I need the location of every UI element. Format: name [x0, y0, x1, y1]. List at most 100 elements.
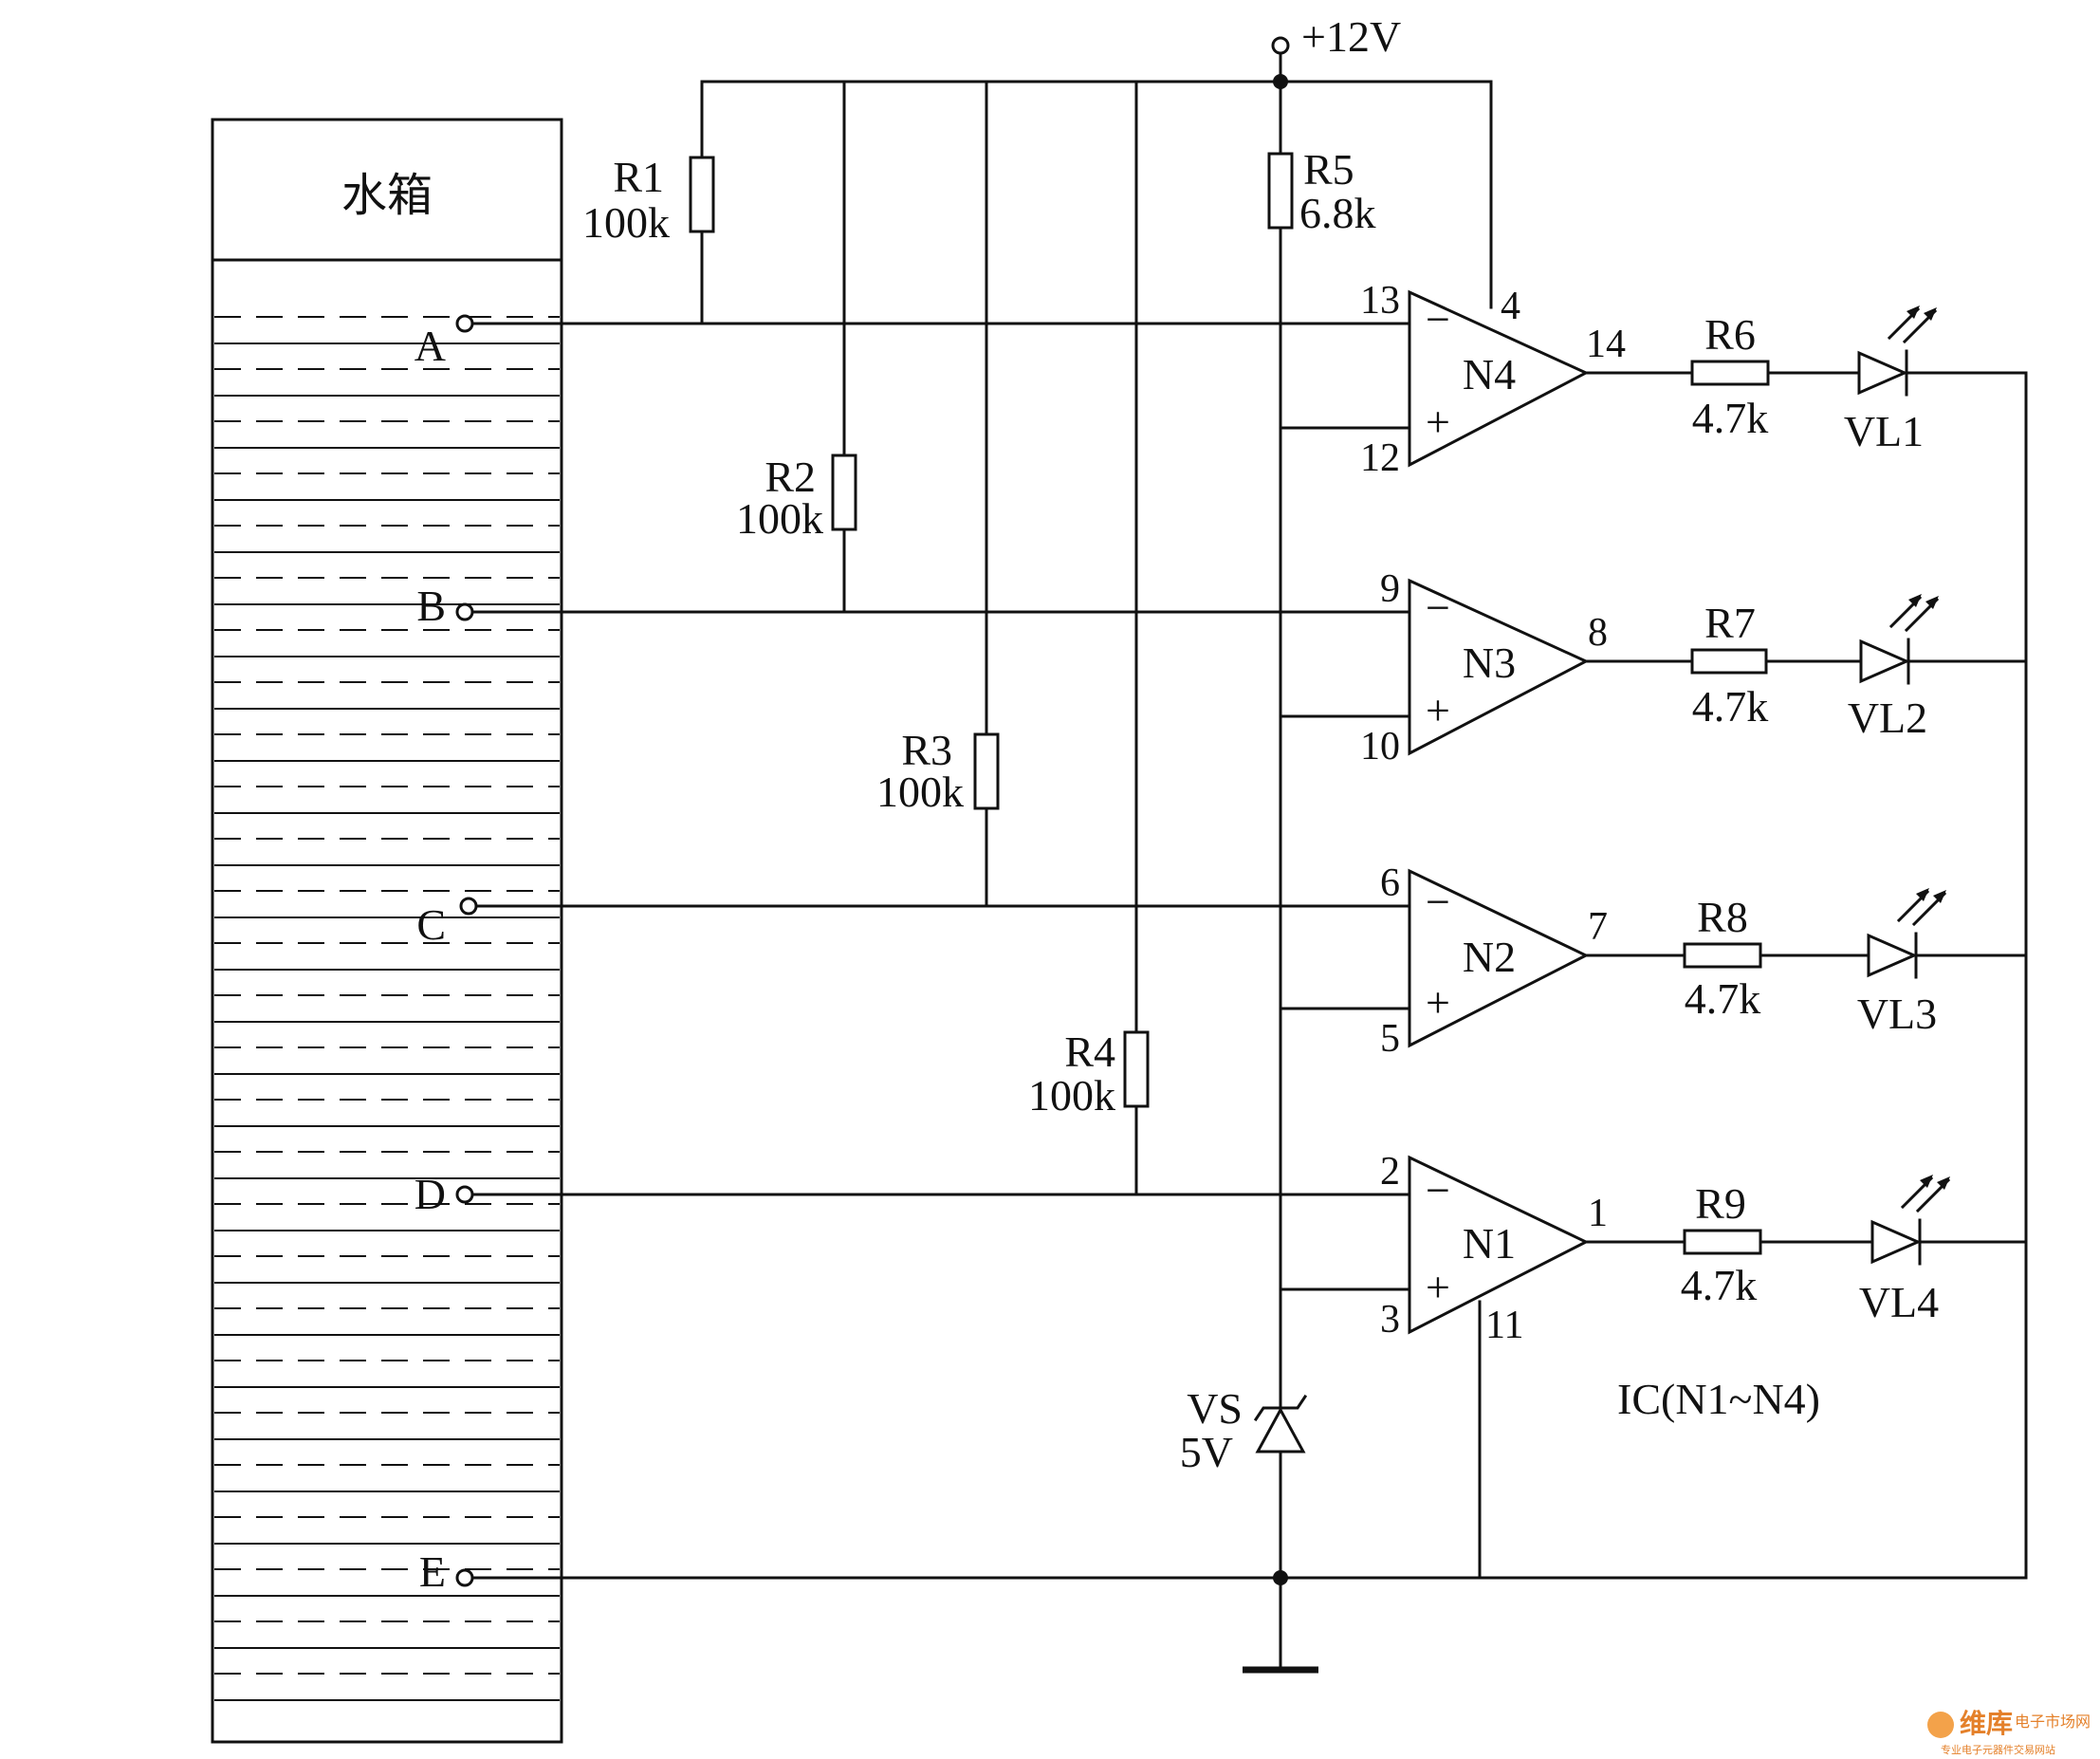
plus-sign: + — [1426, 398, 1450, 446]
resistor-body — [1267, 152, 1294, 230]
n4-name: N4 — [1463, 350, 1516, 398]
n3-name: N3 — [1463, 639, 1516, 687]
junction-dot — [1273, 74, 1288, 89]
minus-sign: − — [1426, 878, 1450, 926]
water-tank: 水箱 — [211, 118, 563, 1744]
opamp-n4: N4 − + 13 12 14 4 — [1360, 279, 1626, 480]
n1-pin-gnd: 11 — [1485, 1304, 1523, 1347]
watermark: 维库 电子市场网 专业电子元器件交易网站 — [1927, 1708, 2091, 1756]
vs-value: 5V — [1180, 1428, 1233, 1476]
r2-value: 100k — [736, 494, 823, 543]
opamp-n2: N2 − + 6 5 7 — [1380, 861, 1608, 1061]
n1-pin-out: 1 — [1588, 1192, 1608, 1235]
resistor-r6: R6 4.7k — [1690, 310, 1770, 442]
led-triangle — [1870, 1219, 1922, 1265]
watermark-sub: 电子市场网 — [2015, 1713, 2091, 1731]
vl3-label: VL3 — [1857, 990, 1937, 1038]
vl1-label: VL1 — [1844, 407, 1924, 455]
led-vl4: VL4 — [1859, 1175, 1951, 1326]
n1-name: N1 — [1463, 1219, 1516, 1268]
resistor-r2: R2 100k — [736, 453, 857, 543]
resistor-body — [1683, 1229, 1762, 1255]
led-triangle — [1867, 933, 1918, 978]
watermark-logo-icon — [1927, 1712, 1954, 1738]
r1-ref: R1 — [613, 153, 664, 201]
led-vl3: VL3 — [1857, 888, 1947, 1038]
light-emission-icon — [1888, 594, 1940, 633]
r7-value: 4.7k — [1692, 682, 1769, 731]
probe-e-terminal — [455, 1568, 474, 1587]
zener-vs: VS 5V — [1180, 1384, 1308, 1476]
light-emission-icon — [1900, 1175, 1951, 1213]
zener-bar — [1253, 1394, 1308, 1422]
probe-c-label: C — [416, 900, 446, 949]
light-emission-icon — [1887, 306, 1938, 344]
r3-value: 100k — [876, 768, 964, 816]
n1-pin-inv: 2 — [1380, 1150, 1400, 1194]
resistor-r5: R5 6.8k — [1267, 145, 1376, 237]
plus-sign: + — [1426, 978, 1450, 1027]
resistor-body — [973, 732, 1000, 810]
n4-pin-noninv: 12 — [1360, 436, 1400, 480]
opamp-triangle — [1408, 578, 1590, 756]
minus-sign: − — [1426, 583, 1450, 632]
n4-pin-supply: 4 — [1501, 285, 1520, 328]
n3-pin-inv: 9 — [1380, 567, 1400, 611]
n3-pin-out: 8 — [1588, 611, 1608, 655]
zener-triangle — [1255, 1406, 1306, 1453]
opamp-triangle — [1408, 868, 1590, 1048]
resistor-body — [1123, 1030, 1150, 1108]
resistor-body — [1690, 648, 1768, 675]
n3-pin-noninv: 10 — [1360, 725, 1400, 768]
r9-ref: R9 — [1695, 1179, 1746, 1228]
led-vl2: VL2 — [1848, 594, 1940, 742]
resistor-body — [1690, 360, 1770, 386]
r4-value: 100k — [1028, 1071, 1115, 1120]
resistor-r7: R7 4.7k — [1690, 599, 1769, 731]
vl2-label: VL2 — [1848, 694, 1927, 742]
resistor-r8: R8 4.7k — [1683, 893, 1762, 1023]
resistor-r4: R4 100k — [1028, 1028, 1150, 1120]
n2-pin-out: 7 — [1588, 905, 1608, 949]
r6-ref: R6 — [1704, 310, 1756, 359]
opamp-triangle — [1408, 289, 1590, 468]
probe-d-terminal — [455, 1185, 474, 1204]
opamp-n3: N3 − + 9 10 8 — [1360, 567, 1608, 768]
watermark-brand: 维库 — [1960, 1708, 2013, 1739]
r1-value: 100k — [582, 198, 670, 247]
probe-a: A — [414, 314, 474, 370]
water-level-lines — [214, 316, 560, 1701]
r8-ref: R8 — [1697, 893, 1748, 941]
n4-pin-out: 14 — [1586, 323, 1626, 366]
r4-ref: R4 — [1064, 1028, 1115, 1076]
probe-c: C — [416, 897, 478, 949]
probe-e-label: E — [419, 1547, 446, 1596]
r9-value: 4.7k — [1681, 1261, 1758, 1309]
resistor-body — [831, 454, 857, 531]
n4-pin-inv: 13 — [1360, 279, 1400, 323]
resistor-body — [1683, 942, 1762, 969]
probe-d-label: D — [414, 1170, 446, 1218]
tank-title: 水箱 — [341, 169, 433, 222]
tank-outline — [211, 118, 563, 1744]
supply-terminal — [1271, 36, 1290, 55]
wires — [470, 44, 2028, 1674]
n2-pin-noninv: 5 — [1380, 1017, 1400, 1061]
junction-dot — [1273, 1570, 1288, 1585]
resistor-r1: R1 100k — [582, 153, 715, 247]
resistor-r9: R9 4.7k — [1681, 1179, 1762, 1309]
led-triangle — [1857, 350, 1908, 396]
probe-e: E — [419, 1547, 474, 1596]
probe-b-terminal — [455, 602, 474, 621]
n2-pin-inv: 6 — [1380, 861, 1400, 905]
probe-a-label: A — [414, 322, 446, 370]
r7-ref: R7 — [1704, 599, 1756, 647]
supply-label: +12V — [1301, 12, 1401, 61]
junctions — [1271, 36, 1290, 1585]
r5-value: 6.8k — [1299, 189, 1376, 237]
watermark-tagline: 专业电子元器件交易网站 — [1941, 1743, 2055, 1756]
n2-name: N2 — [1463, 933, 1516, 981]
r5-ref: R5 — [1303, 145, 1354, 194]
ic-label: IC(N1~N4) — [1617, 1375, 1820, 1423]
